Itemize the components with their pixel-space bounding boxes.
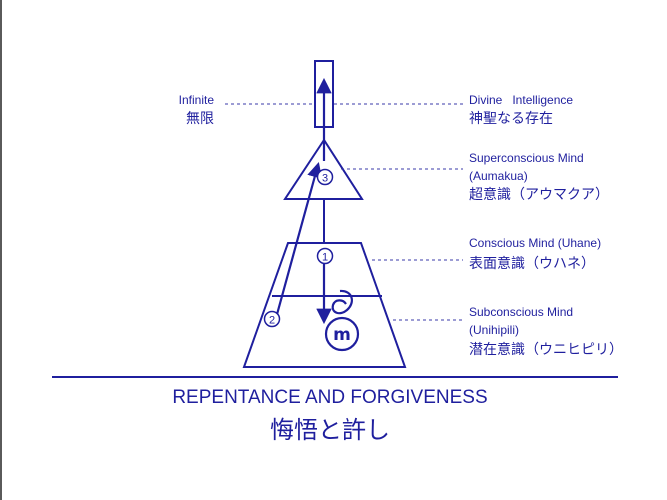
infinite-label-jp: 無限 xyxy=(186,110,214,126)
memory-marker: m xyxy=(324,316,360,352)
subconscious-label-en-sub: (Unihipili) xyxy=(469,323,519,337)
memory-letter: m xyxy=(333,325,351,345)
superconscious-label-jp: 超意識（アウマクア） xyxy=(469,186,609,202)
mind-trapezoid xyxy=(242,242,407,368)
memory-circle xyxy=(324,316,360,352)
title-japanese: 悔悟と許し xyxy=(270,417,390,444)
step-2-number: 2 xyxy=(269,315,275,327)
step-1-circle xyxy=(316,247,334,265)
conscious-label-en: Conscious Mind (Uhane) xyxy=(469,236,601,250)
left-frame-edge xyxy=(0,0,2,500)
step-1-number: 1 xyxy=(322,252,328,264)
step-3-marker: 3 xyxy=(316,168,334,186)
arrow-subconscious-to-superconscious xyxy=(274,162,323,319)
step-3-number: 3 xyxy=(322,173,328,185)
step-1-marker: 1 xyxy=(316,247,334,265)
conscious-label-jp: 表面意識（ウハネ） xyxy=(469,255,595,271)
memory-swirl xyxy=(331,289,353,315)
step-2-marker: 2 xyxy=(263,310,281,328)
step-2-circle xyxy=(263,310,281,328)
superconscious-label-en: Superconscious Mind xyxy=(469,151,584,165)
subconscious-label-en: Subconscious Mind xyxy=(469,305,573,319)
divine-label-jp: 神聖なる存在 xyxy=(469,110,553,126)
divine-label-en: Divine Intelligence xyxy=(469,93,573,107)
title-english: REPENTANCE AND FORGIVENESS xyxy=(172,387,487,408)
subconscious-label-jp: 潜在意識（ウニヒピリ） xyxy=(469,341,623,357)
superconscious-label-en-sub: (Aumakua) xyxy=(469,169,528,183)
step-3-circle xyxy=(316,168,334,186)
infinite-label-en: Infinite xyxy=(179,93,215,107)
